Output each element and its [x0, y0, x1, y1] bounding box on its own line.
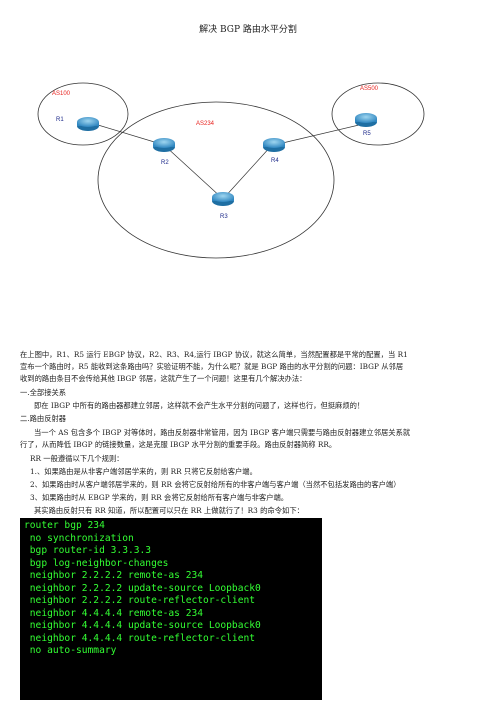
code-line: neighbor 4.4.4.4 route-reflector-client — [24, 632, 256, 644]
code-line: bgp log-neighbor-changes — [24, 557, 169, 569]
as100-label: AS100 — [52, 91, 71, 97]
paragraph-line: 其实路由反射只有 RR 知道，所以配置可以只在 RR 上做就行了！R3 的命令如… — [34, 506, 304, 515]
router-r5-label: R5 — [363, 131, 371, 137]
router-r5 — [355, 113, 377, 127]
as234-area — [97, 101, 335, 259]
router-r4-label: R4 — [271, 158, 279, 164]
code-line: bgp router-id 3.3.3.3 — [24, 545, 152, 556]
list-item: 2、如果路由时从客户端邻居学来的，则 RR 会将它反射给所有的非客户端与客户端（… — [30, 480, 401, 489]
as100-area — [37, 82, 129, 146]
paragraph-line: 收到的路由条目不会传给其他 IBGP 邻居，这就产生了一个问题！这里有几个解决办… — [20, 374, 307, 383]
router-r3-label: R3 — [220, 214, 228, 220]
as500-label: AS500 — [360, 86, 379, 92]
router-r1-label: R1 — [56, 117, 64, 123]
link-r4-r5 — [273, 124, 360, 146]
list-item: 1.、如果路由是从非客户端邻居学来的，则 RR 只将它反射给客户端。 — [30, 467, 257, 476]
link-r1-r2 — [97, 124, 162, 145]
router-r2-label: R2 — [161, 160, 169, 166]
code-line: neighbor 2.2.2.2 update-source Loopback0 — [24, 582, 261, 594]
as500-area — [331, 82, 425, 146]
bgp-topology-diagram: AS100 AS234 AS500 R1 R2 R3 R4 R5 — [37, 82, 425, 259]
router-r1 — [77, 117, 99, 131]
as234-label: AS234 — [196, 121, 215, 127]
section-heading: 一.全部接关系 — [20, 388, 67, 397]
paragraph-line: 当一个 AS 包含多个 IBGP 对等体时，路由反射器非常管用，因为 IBGP … — [34, 428, 411, 437]
router-r2 — [153, 138, 175, 152]
document-title: 解决 BGP 路由水平分割 — [199, 25, 297, 35]
code-line: neighbor 4.4.4.4 update-source Loopback0 — [24, 620, 261, 631]
link-r3-r4 — [222, 144, 273, 200]
code-line: no auto-summary — [24, 645, 117, 656]
r3-config-terminal: router bgp 234 no synchronization bgp ro… — [20, 518, 322, 700]
paragraph-line: 宣布一个路由时，R5 能收到这条路由吗？实验证明不能，为什么呢？就是 BGP 路… — [20, 362, 404, 371]
section-heading: 二.路由反射器 — [20, 414, 67, 423]
paragraph-line: 在上图中，R1、R5 运行 EBGP 协议，R2、R3、R4,运行 IBGP 协… — [20, 350, 408, 359]
code-line: no synchronization — [24, 532, 134, 544]
code-line: neighbor 2.2.2.2 remote-as 234 — [24, 570, 204, 581]
paragraph-line: 行了，从而降低 IBGP 的链接数量，这是克服 IBGP 水平分割的重要手段。路… — [20, 440, 337, 449]
router-r3 — [212, 192, 234, 206]
list-item: 3、如果路由时从 EBGP 学来的，则 RR 会将它反射给所有客户端与非客户端。 — [30, 493, 289, 502]
code-line: neighbor 4.4.4.4 remote-as 234 — [24, 607, 204, 619]
router-r4 — [263, 138, 285, 152]
paragraph-line: 即在 IBGP 中所有的路由器都建立邻居，这样就不会产生水平分割的问题了，这样也… — [34, 401, 365, 410]
code-line: neighbor 2.2.2.2 route-reflector-client — [24, 595, 256, 606]
link-r2-r3 — [163, 144, 224, 200]
code-line: router bgp 234 — [24, 520, 105, 531]
paragraph-line: RR 一般遵循以下几个规则： — [30, 454, 124, 463]
